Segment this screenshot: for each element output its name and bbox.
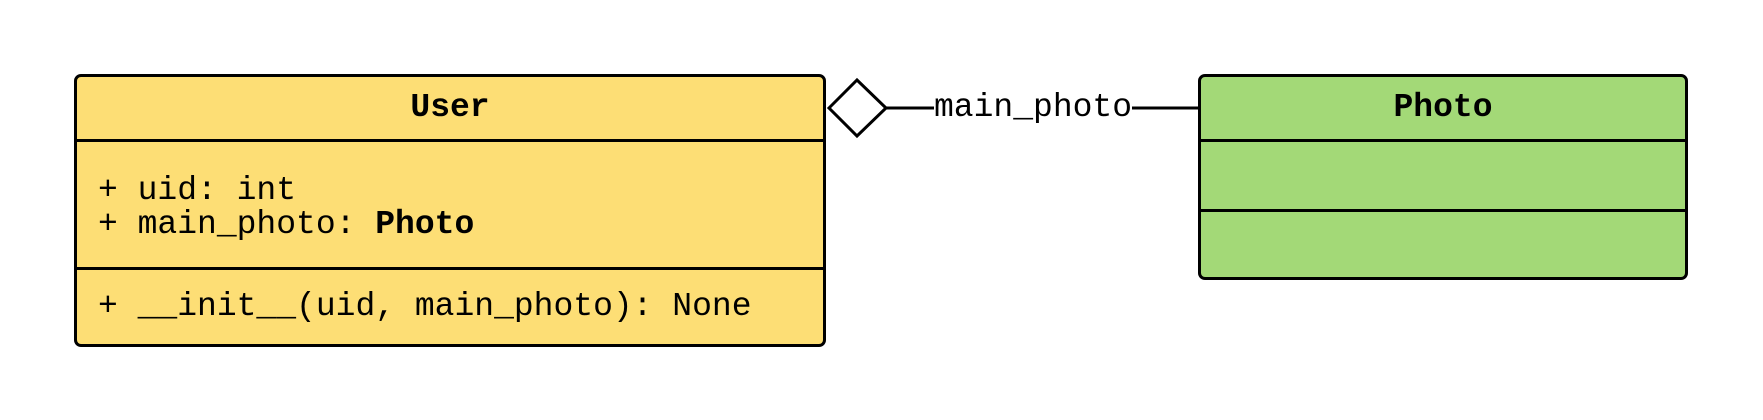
method-init: + __init__(uid, main_photo): None <box>98 288 752 325</box>
methods-section: + __init__(uid, main_photo): None <box>77 267 823 344</box>
methods-section <box>1201 209 1685 277</box>
class-name: User <box>410 89 490 126</box>
attributes-section <box>1201 139 1685 209</box>
attributes-section: + uid: int + main_photo: Photo <box>77 139 823 267</box>
class-photo[interactable]: Photo <box>1198 74 1688 280</box>
attribute-main-photo: + main_photo: Photo <box>98 206 475 243</box>
relation-label: main_photo <box>934 89 1133 126</box>
aggregation-diamond-icon <box>826 77 889 139</box>
class-name: Photo <box>1393 89 1493 126</box>
class-user[interactable]: User + uid: int + main_photo: Photo + __… <box>74 74 826 347</box>
attribute-uid: + uid: int <box>98 172 297 209</box>
